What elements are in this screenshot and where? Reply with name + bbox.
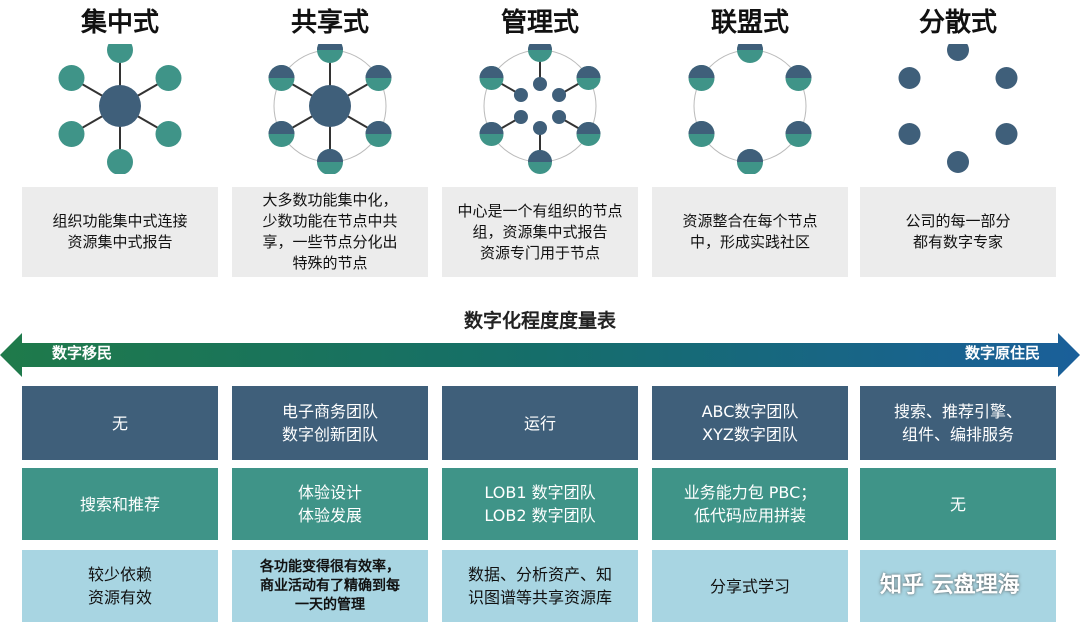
inner-node xyxy=(533,77,547,91)
model-title: 分散式 xyxy=(918,8,997,38)
node xyxy=(107,37,133,63)
centralized-diagram xyxy=(58,37,182,175)
node xyxy=(898,67,921,89)
model-title: 管理式 xyxy=(500,8,579,38)
node xyxy=(268,121,295,147)
node xyxy=(479,122,504,146)
hub-node xyxy=(99,85,141,127)
node xyxy=(737,37,763,63)
model-description: 公司的每一部分 都有数字专家 xyxy=(860,187,1056,277)
model-diagram xyxy=(22,37,218,178)
node xyxy=(317,149,343,175)
inner-node xyxy=(513,88,528,102)
model-description: 大多数功能集中化， 少数功能在节点中共 享，一些节点分化出 特殊的节点 xyxy=(232,187,428,277)
node xyxy=(576,122,601,146)
table-cell: 各功能变得很有效率， 商业活动有了精确到每 一天的管理 xyxy=(232,550,428,622)
table-cell: 较少依赖 资源有效 xyxy=(22,550,218,622)
model-title: 集中式 xyxy=(80,8,159,38)
model-description: 资源整合在每个节点 中，形成实践社区 xyxy=(652,187,848,277)
table-cell: 分享式学习 xyxy=(652,550,848,622)
node xyxy=(268,65,295,91)
inner-node xyxy=(513,110,528,124)
watermark: 知乎 云盘理海 xyxy=(880,573,1020,598)
node xyxy=(155,121,182,147)
model-diagram xyxy=(232,37,428,178)
table-cell: 电子商务团队 数字创新团队 xyxy=(232,386,428,460)
node xyxy=(737,149,763,175)
model-description: 组织功能集中式连接 资源集中式报告 xyxy=(22,187,218,277)
decentralized-diagram xyxy=(898,39,1018,173)
node xyxy=(576,66,601,90)
table-cell: 业务能力包 PBC； 低代码应用拼装 xyxy=(652,468,848,540)
node xyxy=(947,151,969,173)
model-description: 中心是一个有组织的节点 组，资源集中式报告 资源专门用于节点 xyxy=(442,187,638,277)
table-cell: 数据、分析资产、知 识图谱等共享资源库 xyxy=(442,550,638,622)
inner-node xyxy=(552,88,567,102)
node xyxy=(528,38,552,62)
scale-arrow xyxy=(0,333,1080,377)
node xyxy=(58,121,85,147)
table-cell: 搜索和推荐 xyxy=(22,468,218,540)
digital-immigrant-label: 数字移民 xyxy=(52,344,113,362)
node xyxy=(479,66,504,90)
digital-native-label: 数字原住民 xyxy=(964,344,1040,362)
node xyxy=(365,121,392,147)
table-cell: ABC数字团队 XYZ数字团队 xyxy=(652,386,848,460)
table-cell: 搜索、推荐引擎、 组件、编排服务 xyxy=(860,386,1056,460)
node xyxy=(688,121,715,147)
node xyxy=(785,65,812,91)
node xyxy=(107,149,133,175)
node xyxy=(365,65,392,91)
table-cell: 无 xyxy=(22,386,218,460)
node xyxy=(58,65,85,91)
node xyxy=(995,67,1018,89)
shared-diagram xyxy=(268,37,392,175)
model-diagram xyxy=(652,37,848,178)
table-cell: 无 xyxy=(860,468,1056,540)
model-title: 共享式 xyxy=(290,8,369,38)
inner-node xyxy=(552,110,567,124)
table-cell: 运行 xyxy=(442,386,638,460)
managed-diagram xyxy=(479,38,601,174)
model-diagram xyxy=(442,38,638,178)
node xyxy=(898,123,921,145)
hub-node xyxy=(309,85,351,127)
node xyxy=(995,123,1018,145)
node xyxy=(155,65,182,91)
federated-diagram xyxy=(688,37,812,175)
node xyxy=(947,39,969,61)
node xyxy=(317,37,343,63)
table-cell: LOB1 数字团队 LOB2 数字团队 xyxy=(442,468,638,540)
model-diagram xyxy=(860,39,1056,178)
scale-title: 数字化程度度量表 xyxy=(463,310,616,332)
node xyxy=(528,150,552,174)
node xyxy=(688,65,715,91)
model-title: 联盟式 xyxy=(710,8,789,38)
table-cell: 体验设计 体验发展 xyxy=(232,468,428,540)
inner-node xyxy=(533,121,547,135)
node xyxy=(785,121,812,147)
table-cell xyxy=(860,550,1056,622)
